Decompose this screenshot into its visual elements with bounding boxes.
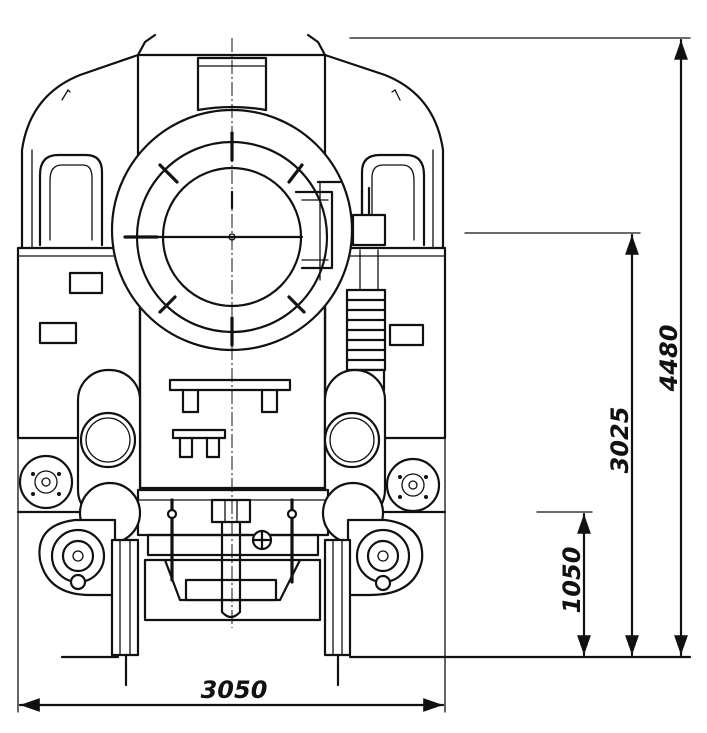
right-cab-window (360, 153, 426, 247)
left-guard-iron (110, 538, 140, 687)
left-wheel (38, 518, 117, 597)
upper-step (168, 378, 292, 414)
left-brake-hose (166, 498, 178, 582)
dimension-label-4480: 4480 (655, 325, 683, 393)
right-lamp (385, 457, 441, 513)
width-dimension-3050 (17, 511, 446, 713)
coupling-hook (210, 498, 252, 619)
height-dimension-1050 (536, 511, 593, 657)
dimension-label-1050: 1050 (558, 547, 586, 614)
height-dimension-4480 (349, 37, 691, 657)
left-cylinder (76, 368, 142, 522)
air-pump-cooling-fins (345, 298, 387, 362)
air-pump (345, 186, 387, 392)
left-lamp (18, 454, 74, 510)
dimension-label-3050: 3050 (201, 676, 268, 704)
right-guard-iron (323, 538, 352, 687)
height-dimension-3025 (464, 232, 641, 657)
dimension-label-3025: 3025 (606, 407, 634, 474)
right-brake-hose (286, 498, 298, 584)
vacuum-valve (251, 529, 273, 551)
right-wheel (346, 518, 424, 597)
left-cab-window (38, 153, 104, 247)
lower-step (171, 428, 227, 459)
right-cylinder (323, 368, 387, 522)
